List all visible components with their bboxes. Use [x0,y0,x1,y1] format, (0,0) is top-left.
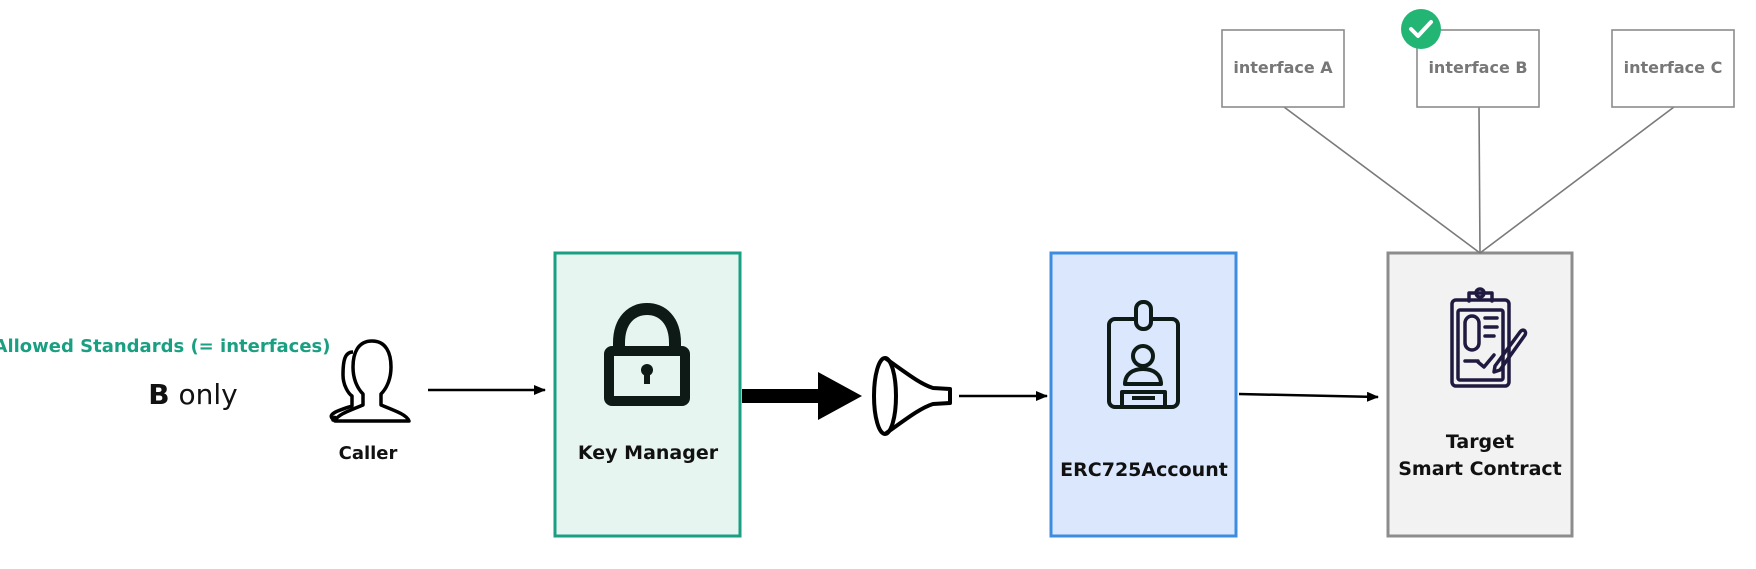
padlock-icon [604,302,690,406]
interface-a-label: interface A [1233,58,1333,77]
caller-label: Caller [339,443,398,464]
funnel-icon [872,356,952,436]
user-icon [329,339,411,423]
erc725-account-box [1049,251,1238,538]
erc725-account-label: ERC725Account [1060,459,1228,481]
interface-b-label: interface B [1428,58,1527,77]
thick-arrow-key-manager-to-filter [742,372,862,420]
target-label-line1: Target [1446,431,1514,453]
allowed-standards-heading: Allowed Standards (= interfaces) [0,336,330,357]
target-label-line2: Smart Contract [1398,458,1562,480]
key-manager-label: Key Manager [578,442,719,464]
interface-c-box [1611,29,1735,108]
key-manager-box [553,251,742,538]
id-badge-icon [1107,300,1180,409]
interface-connectors [1283,106,1675,254]
clipboard-contract-icon [1450,287,1528,388]
check-circle-icon [1401,9,1441,49]
arrow-account-to-target [1238,391,1379,402]
interface-b-box [1416,29,1540,108]
allowed-standards-value: B only [148,378,237,411]
interface-c-label: interface C [1624,58,1723,77]
interface-a-box [1221,29,1345,108]
